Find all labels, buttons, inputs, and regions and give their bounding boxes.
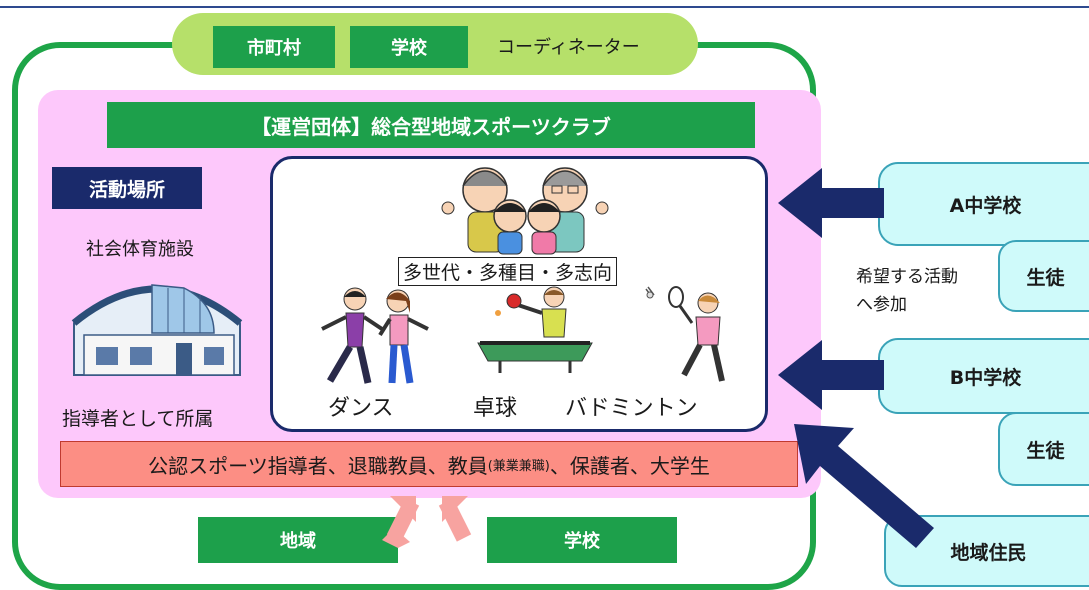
affiliation-label: 指導者として所属 — [62, 408, 214, 430]
support-school-label: 学校 — [564, 531, 600, 552]
arrow-school-a-icon — [778, 168, 884, 238]
students-label-2: 生徒 — [1026, 439, 1065, 462]
badminton-illustration-icon — [645, 286, 725, 382]
arrow-residents-icon — [794, 424, 934, 548]
community-box: 地域 — [198, 517, 398, 563]
instructors-rest-label: 、保護者、大学生 — [549, 453, 710, 478]
activity-tagline: 多世代・多種目・多志向 — [398, 257, 618, 286]
school-b-label: B中学校 — [949, 366, 1022, 389]
school-b-box: B中学校 — [878, 338, 1089, 414]
venue-badge-label: 活動場所 — [88, 178, 165, 201]
operating-body-banner: 【運営団体】総合型地域スポーツクラブ — [107, 102, 755, 148]
students-box-1: 生徒 — [998, 240, 1089, 312]
instructors-side-job-label: (兼業兼職) — [487, 458, 550, 474]
school-a-box: A中学校 — [878, 162, 1089, 246]
instructors-main-label: 公認スポーツ指導者、退職教員、教員 — [148, 453, 488, 478]
municipality-box: 市町村 — [213, 26, 335, 68]
facility-label: 社会体育施設 — [86, 239, 194, 260]
sport-badminton-label: バドミントン — [565, 396, 698, 421]
participation-line2: へ参加 — [856, 295, 907, 315]
support-school-box: 学校 — [487, 517, 677, 563]
top-rule — [0, 6, 1089, 8]
municipality-label: 市町村 — [247, 38, 301, 59]
arrow-school-b-icon — [778, 340, 884, 410]
residents-label: 地域住民 — [950, 541, 1027, 564]
school-box: 学校 — [350, 26, 468, 68]
coordinator-label: コーディネーター — [497, 37, 640, 58]
community-label: 地域 — [280, 531, 316, 552]
sport-dance-label: ダンス — [328, 396, 394, 421]
dancers-illustration-icon — [321, 287, 429, 384]
school-label: 学校 — [391, 38, 427, 59]
instructors-bar: 公認スポーツ指導者、退職教員、教員(兼業兼職)、保護者、大学生 — [60, 441, 798, 487]
table-tennis-illustration-icon — [477, 286, 593, 373]
operating-body-label: 【運営団体】総合型地域スポーツクラブ — [251, 114, 611, 139]
participation-line1: 希望する活動 — [856, 267, 958, 287]
gymnasium-icon — [71, 284, 243, 376]
school-a-label: A中学校 — [949, 194, 1022, 217]
venue-badge: 活動場所 — [52, 167, 202, 209]
sport-table-tennis-label: 卓球 — [473, 396, 518, 421]
support-arrows-icon — [382, 496, 472, 548]
students-box-2: 生徒 — [998, 412, 1089, 486]
family-illustration-icon — [441, 167, 609, 255]
students-label-1: 生徒 — [1026, 266, 1065, 289]
